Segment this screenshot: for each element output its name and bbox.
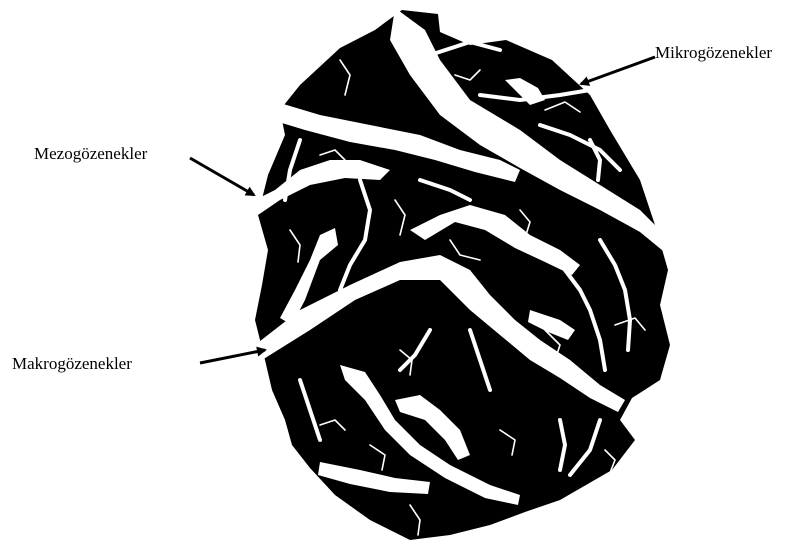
arrow-macro-icon: [200, 350, 265, 363]
label-mesopores: Mezogözenekler: [34, 145, 147, 162]
label-macropores: Makrogözenekler: [12, 355, 132, 372]
label-micropores: Mikrogözenekler: [655, 44, 772, 61]
arrow-meso-icon: [190, 158, 254, 195]
arrow-micro-icon: [581, 57, 655, 84]
